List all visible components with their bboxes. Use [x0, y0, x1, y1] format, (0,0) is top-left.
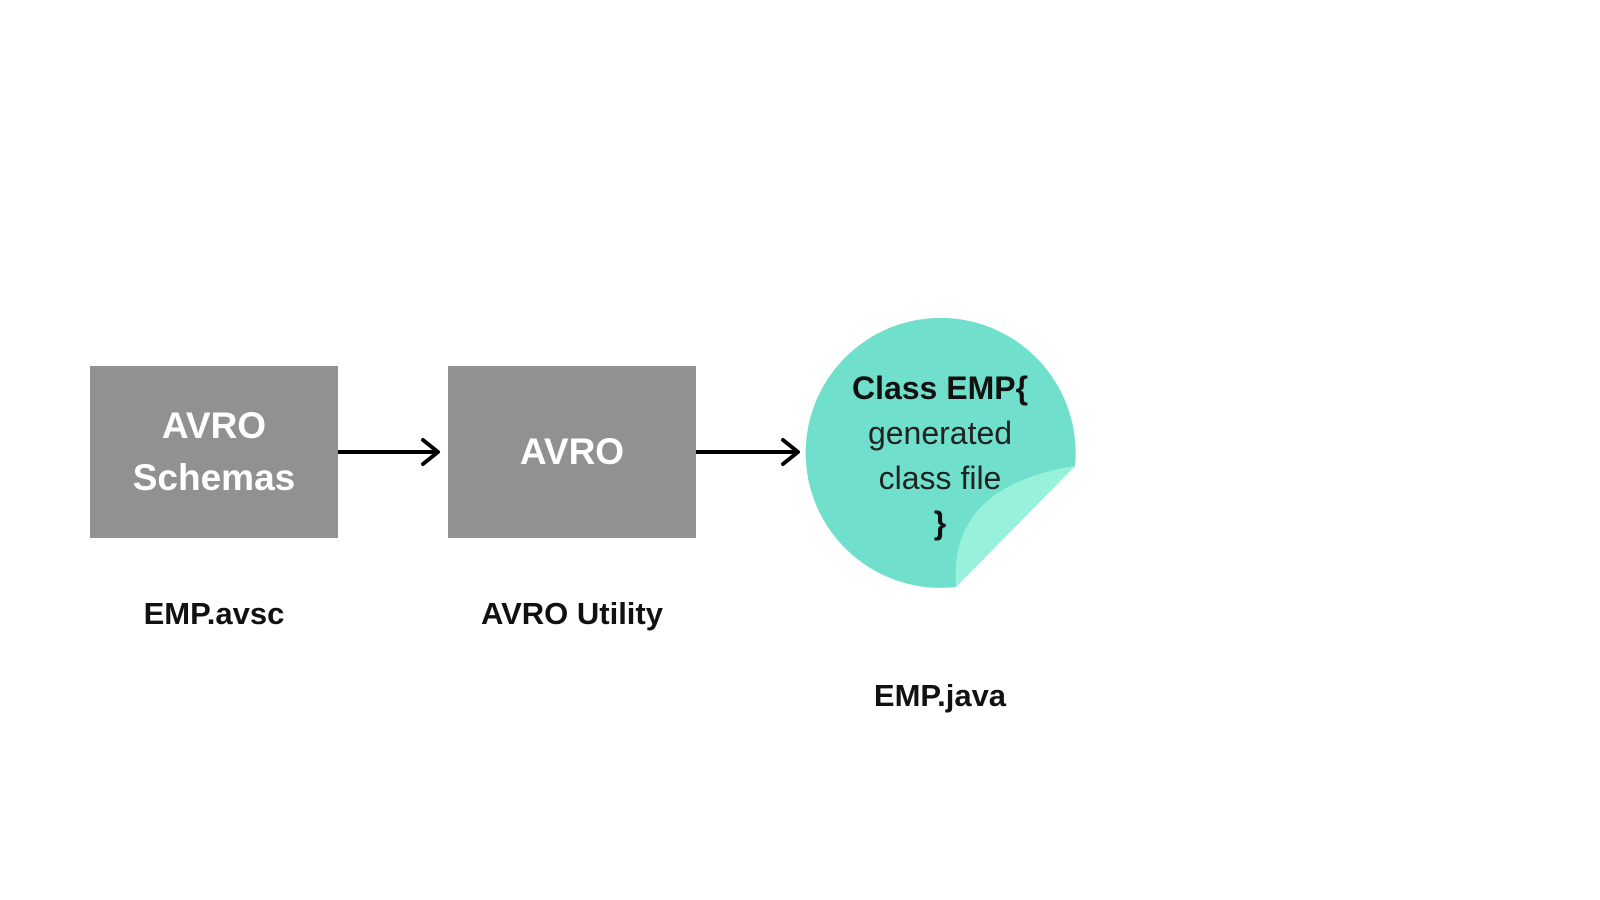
caption-avro-utility: AVRO Utility [481, 596, 663, 631]
caption-emp-avsc: EMP.avsc [143, 596, 285, 631]
generated-line: generated [867, 415, 1013, 451]
class-file-line: class file [878, 460, 1002, 496]
arrow-avro-to-class [696, 438, 800, 466]
caption-emp-java: EMP.java [873, 678, 1007, 713]
class-declaration-line: Class EMP{ [851, 370, 1029, 406]
avro-schemas-box-line-2: Schemas [132, 457, 296, 498]
avro-utility-box: AVRO [448, 366, 696, 538]
class-file-text: Class EMP{ generated class file } [800, 366, 1080, 546]
arrow-schemas-to-avro [338, 438, 440, 466]
avro-schemas-box: AVRO Schemas [90, 366, 338, 538]
avro-utility-box-label: AVRO [519, 431, 625, 472]
avro-schemas-box-line-1: AVRO [161, 405, 267, 446]
closing-brace-line: } [933, 505, 947, 541]
